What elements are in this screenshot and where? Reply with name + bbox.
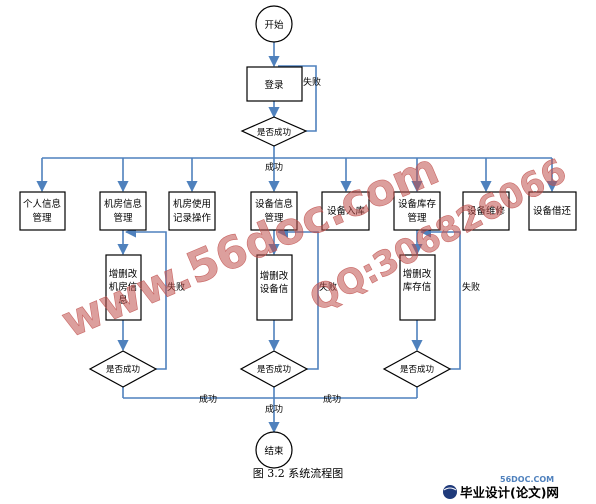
device-fail-label: 失败 <box>319 281 337 293</box>
device-return-label: 设备借还 <box>533 205 572 217</box>
login-fail-label: 失败 <box>303 76 321 88</box>
figure-caption: 图 3.2 系统流程图 <box>253 466 344 480</box>
personal-info-label-1: 个人信息 <box>23 198 61 210</box>
login-decision-label: 是否成功 <box>257 127 291 138</box>
stock-success-label: 成功 <box>323 393 341 405</box>
personal-info-label-2: 管理 <box>32 212 52 224</box>
room-crud-box <box>105 254 142 321</box>
logo-ball-icon <box>443 485 457 499</box>
device-decision <box>239 350 309 388</box>
room-info-label-1: 机房信息 <box>104 198 142 210</box>
device-repair-label: 设备维修 <box>467 205 506 217</box>
stock-decision-label: 是否成功 <box>400 364 434 375</box>
device-crud-box <box>256 254 293 321</box>
footer-brand-text: 毕业设计(论文)网 <box>460 485 559 500</box>
device-info-label-2: 管理 <box>264 212 284 224</box>
device-stock-in-box <box>321 191 370 231</box>
stock-decision <box>382 350 452 388</box>
room-usage-box <box>168 191 216 231</box>
room-success-label: 成功 <box>199 393 217 405</box>
device-stock-in-label: 设备入库 <box>327 205 366 217</box>
room-decision <box>88 350 158 388</box>
device-return-box <box>528 191 577 231</box>
end-label: 结束 <box>264 445 284 457</box>
start-label: 开始 <box>264 19 284 31</box>
room-crud-label-1: 增删改 <box>109 268 138 280</box>
login-decision <box>240 116 308 147</box>
device-info-label-1: 设备信息 <box>255 198 293 210</box>
stock-fail-label: 失败 <box>462 281 480 293</box>
room-crud-label-3: 息 <box>118 294 128 306</box>
end-node <box>255 431 293 469</box>
stock-crud-label-1: 增删改 <box>403 268 432 280</box>
footer-site-text: 56DOC.COM <box>500 475 554 484</box>
room-crud-label-2: 机房信 <box>109 281 138 293</box>
device-info-box <box>250 191 298 231</box>
room-decision-label: 是否成功 <box>106 364 140 375</box>
device-crud-label-1: 增删改 <box>260 270 289 282</box>
room-info-box <box>99 191 147 231</box>
device-decision-label: 是否成功 <box>257 364 291 375</box>
device-stock-label-2: 管理 <box>407 212 427 224</box>
personal-info-box <box>19 191 66 231</box>
room-info-label-2: 管理 <box>113 212 133 224</box>
start-node <box>255 5 293 43</box>
watermark: www.56doc.com QQ:306826066 <box>54 143 574 348</box>
connectors <box>36 42 558 434</box>
room-usage-label-1: 机房使用 <box>173 198 211 210</box>
login-label: 登录 <box>264 80 284 91</box>
device-stock-label-1: 设备库存 <box>398 198 437 210</box>
room-usage-label-2: 记录操作 <box>173 212 212 224</box>
login-success-label: 成功 <box>265 161 283 173</box>
footer-logo: 56DOC.COM 毕业设计(论文)网 <box>443 475 559 500</box>
device-success-label: 成功 <box>265 403 283 415</box>
device-stock-box <box>393 191 441 231</box>
room-fail-label: 失败 <box>167 281 185 293</box>
device-crud-label-2: 设备信 <box>260 283 289 295</box>
device-repair-box <box>462 191 510 231</box>
stock-crud-label-2: 库存信 <box>403 281 432 293</box>
stock-crud-box <box>399 254 436 321</box>
login-box <box>246 66 303 102</box>
